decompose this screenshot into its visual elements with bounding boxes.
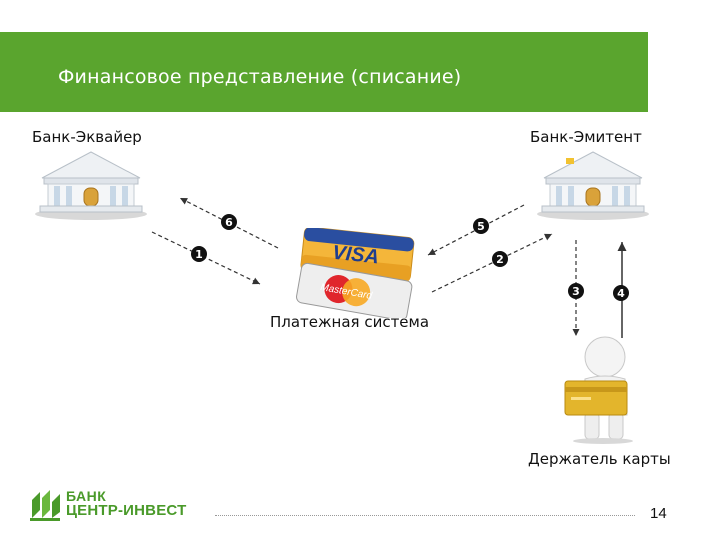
arrow-step-5 bbox=[427, 204, 525, 256]
arrow-step-2 bbox=[431, 233, 553, 293]
title-banner bbox=[0, 32, 648, 112]
acquirer-bank-icon bbox=[35, 151, 147, 220]
step-badge-3: 3 bbox=[568, 283, 584, 299]
payment-cards-icon: VISA MasterCard bbox=[296, 228, 415, 318]
svg-text:3: 3 bbox=[572, 285, 580, 298]
logo-text-line1: БАНК bbox=[66, 488, 107, 504]
cardholder-label: Держатель карты bbox=[528, 450, 671, 468]
logo-text-line2: ЦЕНТР-ИНВЕСТ bbox=[66, 502, 187, 519]
step-badge-6: 6 bbox=[221, 214, 237, 230]
svg-text:4: 4 bbox=[617, 287, 625, 300]
arrow-step-6 bbox=[179, 197, 279, 249]
cardholder-figure-icon bbox=[564, 336, 633, 444]
svg-text:1: 1 bbox=[195, 248, 203, 261]
footer-divider bbox=[215, 515, 635, 516]
bank-logo-icon bbox=[30, 490, 60, 521]
issuer-label: Банк-Эмитент bbox=[530, 128, 642, 146]
step-badge-5: 5 bbox=[473, 218, 489, 234]
visa-card-label: VISA bbox=[331, 242, 380, 269]
step-badge-2: 2 bbox=[492, 251, 508, 267]
step-badge-1: 1 bbox=[191, 246, 207, 262]
svg-text:2: 2 bbox=[496, 253, 504, 266]
page-number: 14 bbox=[650, 505, 667, 522]
svg-text:6: 6 bbox=[225, 216, 233, 229]
step-badge-4: 4 bbox=[613, 285, 629, 301]
arrow-step-1 bbox=[151, 231, 261, 285]
issuer-bank-icon bbox=[537, 151, 649, 220]
svg-text:5: 5 bbox=[477, 220, 485, 233]
slide-title: Финансовое представление (списание) bbox=[58, 66, 462, 88]
acquirer-label: Банк-Эквайер bbox=[32, 128, 142, 146]
